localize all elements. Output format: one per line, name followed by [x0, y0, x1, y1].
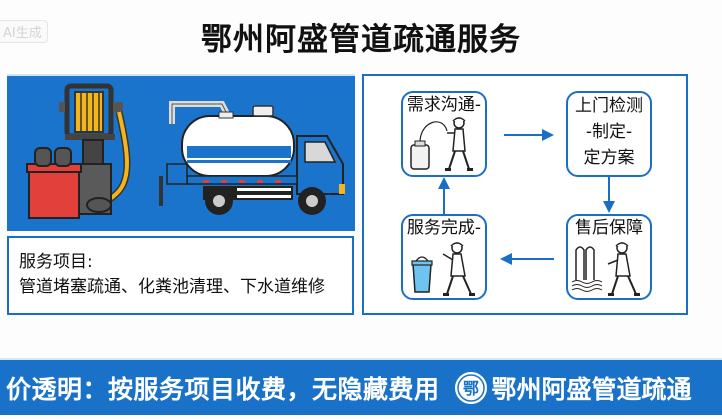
company-logo-icon: 鄂 — [454, 371, 487, 404]
services-label: 服务项目: — [19, 252, 93, 272]
jetter-and-truck-illustration — [26, 83, 345, 219]
arrow-down-icon — [603, 177, 615, 213]
hero-illustration — [7, 74, 355, 231]
services-list: 管道堵塞疏通、化粪池清理、下水道维修 — [19, 277, 325, 297]
worker-with-hose-icon — [410, 117, 473, 171]
arrow-left-icon — [500, 253, 554, 265]
worker-with-bucket-icon — [411, 242, 475, 296]
footer-banner: 价透明：按服务项目收费，无隐藏费用 鄂 鄂州阿盛管道疏通 — [0, 358, 722, 415]
service-flow-diagram: 需求沟通- 上门检测 -制定- 定方案 售后保障 — [362, 74, 688, 315]
step-label-line-3: 定方案 — [583, 148, 635, 168]
services-box: 服务项目: 管道堵塞疏通、化粪池清理、下水道维修 — [7, 236, 354, 315]
step-label: 服务完成- — [406, 218, 482, 238]
page-title: 鄂州阿盛管道疏通服务 — [201, 22, 521, 58]
flow-step-demand-communication: 需求沟通- — [401, 91, 487, 177]
step-label: 需求沟通- — [406, 95, 482, 115]
step-label: 售后保障 — [575, 218, 643, 238]
arrow-up-icon — [438, 177, 450, 215]
pricing-slogan: 价透明：按服务项目收费，无隐藏费用 — [6, 374, 440, 404]
ai-generated-badge: AI生成 — [0, 20, 48, 43]
worker-inspecting-pipes-icon — [571, 242, 640, 296]
svg-text:鄂: 鄂 — [463, 379, 479, 398]
flow-step-service-complete: 服务完成- — [401, 214, 487, 300]
step-label-line-2: -制定- — [585, 122, 633, 142]
flow-step-after-sales: 售后保障 — [566, 214, 652, 300]
brand-name: 鄂州阿盛管道疏通 — [491, 374, 692, 404]
flow-step-onsite-inspection-plan: 上门检测 -制定- 定方案 — [566, 91, 652, 177]
arrow-right-icon — [504, 129, 554, 141]
step-label-line-1: 上门检测 — [575, 96, 643, 116]
